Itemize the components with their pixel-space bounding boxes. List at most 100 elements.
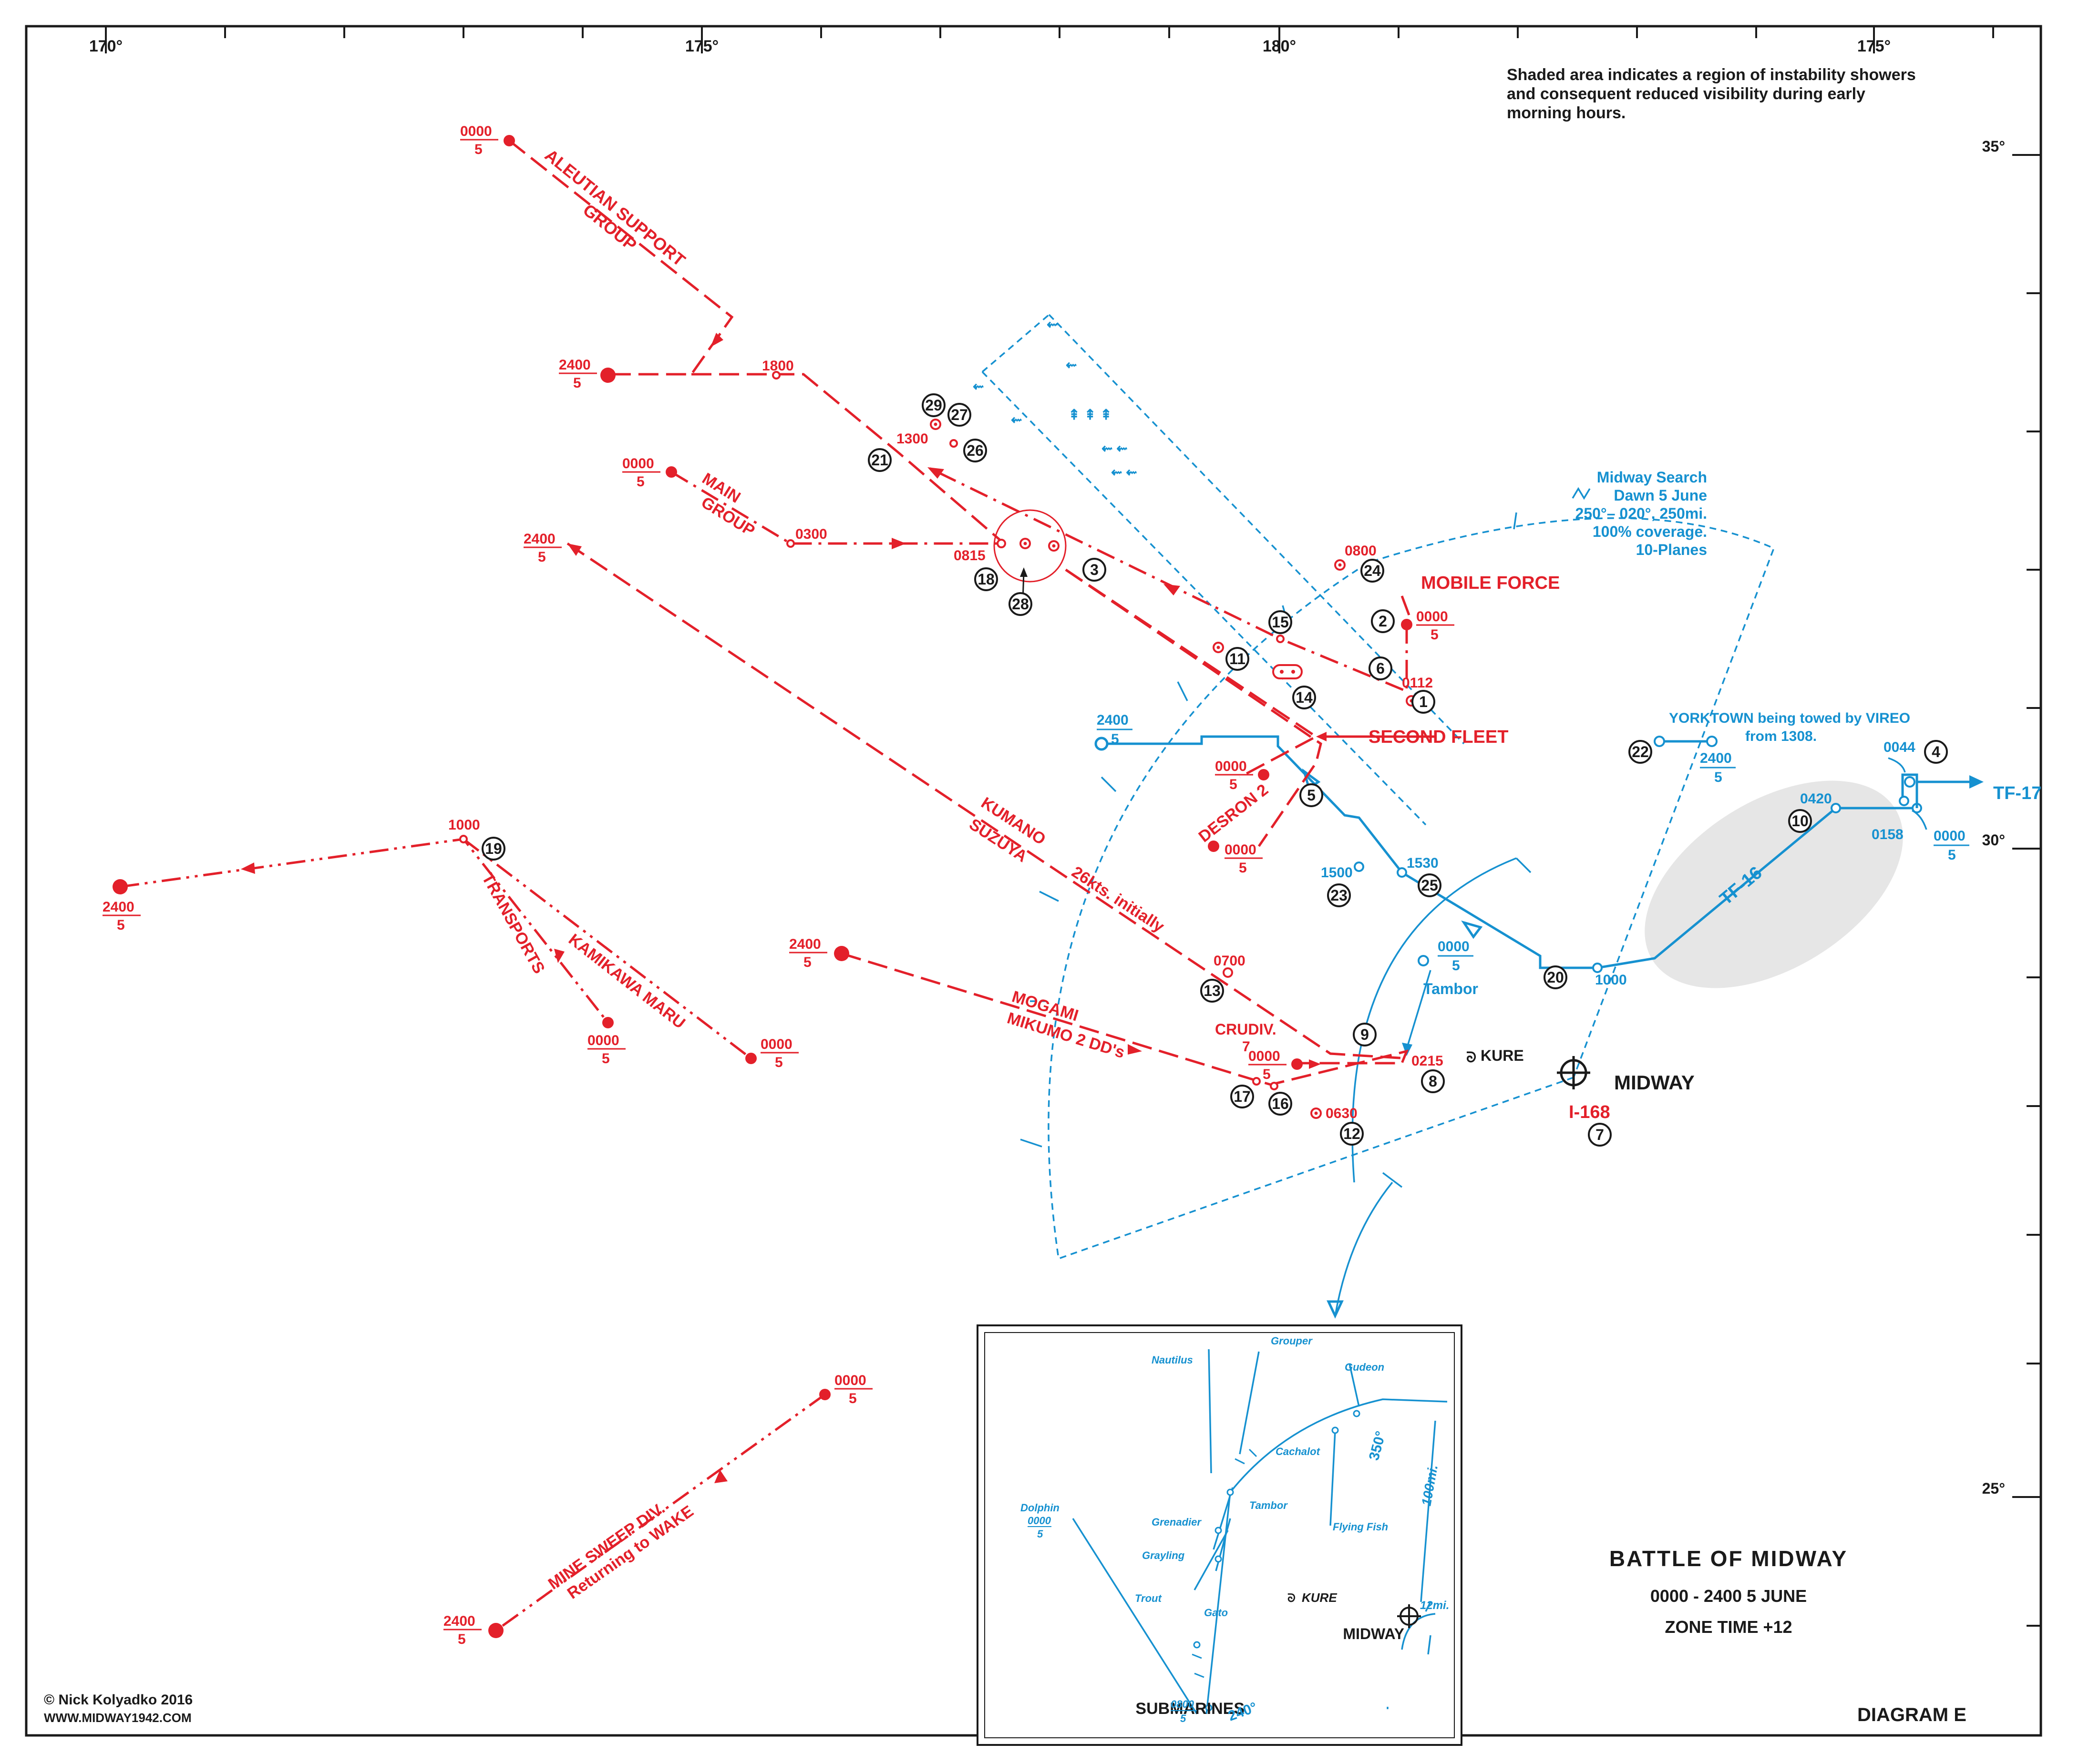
lon-175: 175° xyxy=(685,37,719,55)
svg-text:21: 21 xyxy=(871,451,888,469)
submarine-inset: SUBMARINES MIDWAY KURE ᘐ xyxy=(977,1324,1462,1746)
sub-arc xyxy=(1351,857,1517,1183)
svg-text:1800: 1800 xyxy=(762,358,794,374)
midway-label: MIDWAY xyxy=(1614,1071,1695,1094)
kamikawa-label: KAMIKAWA MARU xyxy=(565,930,689,1032)
transports-label: TRANSPORTS xyxy=(478,870,548,976)
red-positions xyxy=(930,419,1417,1119)
svg-text:1300: 1300 xyxy=(896,431,928,447)
svg-text:⇜: ⇜ xyxy=(973,379,984,394)
svg-text:0000: 0000 xyxy=(761,1036,792,1052)
svg-text:26: 26 xyxy=(967,442,984,459)
svg-text:17: 17 xyxy=(1234,1088,1251,1105)
svg-text:1000: 1000 xyxy=(448,817,480,833)
shade-note-3: morning hours. xyxy=(1507,104,1626,122)
svg-text:7: 7 xyxy=(1595,1126,1604,1143)
svg-text:0000: 0000 xyxy=(622,456,654,472)
svg-text:0000: 0000 xyxy=(460,123,492,139)
svg-text:6: 6 xyxy=(1376,660,1385,677)
svg-text:2400: 2400 xyxy=(559,357,591,373)
svg-text:0000: 0000 xyxy=(587,1033,619,1048)
svg-text:Flying Fish: Flying Fish xyxy=(1333,1521,1388,1533)
inset-kure: KURE xyxy=(1302,1590,1337,1605)
yorktown-track xyxy=(1654,736,1718,747)
svg-text:15: 15 xyxy=(1272,614,1289,631)
svg-text:16: 16 xyxy=(1272,1095,1289,1112)
marker-8: 8 xyxy=(1421,1069,1445,1093)
svg-text:19: 19 xyxy=(485,840,502,857)
svg-text:0000: 0000 xyxy=(1028,1515,1051,1527)
svg-text:0000: 0000 xyxy=(1934,828,1966,844)
marker-23: 23 xyxy=(1327,883,1351,907)
svg-text:8: 8 xyxy=(1429,1073,1437,1090)
numbered-markers: 1 2 3 4 5 6 7 8 9 10 11 12 13 14 15 16 1… xyxy=(482,393,1948,1147)
inset-midway: MIDWAY xyxy=(1343,1625,1404,1642)
red-time-labels: 0000 5 2400 5 0000 5 2400 5 0000 5 0000 … xyxy=(103,123,1454,1647)
svg-text:0300: 0300 xyxy=(795,526,827,542)
marker-21: 21 xyxy=(868,448,892,472)
mobile-force-track xyxy=(926,466,1412,693)
marker-3: 3 xyxy=(1082,558,1106,582)
svg-text:5: 5 xyxy=(458,1631,466,1647)
marker-11: 11 xyxy=(1225,647,1249,671)
svg-text:2400: 2400 xyxy=(524,531,556,547)
map-zone-time: ZONE TIME +12 xyxy=(1665,1617,1792,1637)
svg-text:Gudeon: Gudeon xyxy=(1345,1361,1384,1373)
svg-text:0630: 0630 xyxy=(1326,1106,1358,1121)
i168-label: I-168 xyxy=(1569,1102,1610,1122)
midway-search-label: Midway Search Dawn 5 June 250°– 020°, 25… xyxy=(1575,469,1707,558)
minesweep-track xyxy=(488,1389,831,1638)
marker-2: 2 xyxy=(1371,609,1395,633)
marker-24: 24 xyxy=(1360,559,1384,583)
svg-text:⇜: ⇜ xyxy=(1047,317,1058,332)
svg-text:Nautilus: Nautilus xyxy=(1152,1354,1193,1366)
svg-text:⇜: ⇜ xyxy=(1011,412,1022,427)
svg-text:5: 5 xyxy=(1431,627,1439,643)
marker-6: 6 xyxy=(1369,656,1392,680)
svg-text:Tambor: Tambor xyxy=(1249,1499,1288,1511)
svg-text:5: 5 xyxy=(1307,787,1316,804)
crudiv-label: CRUDIV. xyxy=(1215,1021,1276,1038)
aleutian-track xyxy=(504,135,1002,542)
svg-text:22: 22 xyxy=(1632,743,1649,760)
svg-text:0000: 0000 xyxy=(1225,842,1256,858)
second-fleet-track xyxy=(1065,568,1435,852)
marker-4: 4 xyxy=(1924,740,1948,764)
svg-text:11: 11 xyxy=(1229,650,1245,667)
inset-pointer xyxy=(1334,1181,1393,1316)
tf17-track xyxy=(1888,757,1984,830)
svg-text:2400: 2400 xyxy=(1700,750,1732,766)
svg-text:0000: 0000 xyxy=(1248,1048,1280,1064)
svg-text:⇜: ⇜ xyxy=(1066,358,1077,372)
svg-text:0044: 0044 xyxy=(1883,739,1915,755)
svg-text:0000: 0000 xyxy=(1438,939,1470,954)
lat-35: 35° xyxy=(1982,138,2005,155)
instability-shaded-area xyxy=(1645,780,1903,988)
copyright: © Nick Kolyadko 2016 xyxy=(44,1692,193,1708)
us-time-labels: 2400 5 2400 5 0000 5 0000 5 0044 0420 01… xyxy=(1097,712,1969,988)
svg-text:0000: 0000 xyxy=(834,1373,866,1388)
svg-text:⇜ ⇜: ⇜ ⇜ xyxy=(1101,441,1128,456)
marker-15: 15 xyxy=(1268,610,1292,634)
kure-label: KURE xyxy=(1481,1047,1524,1064)
svg-text:2400: 2400 xyxy=(1097,712,1129,728)
marker-17: 17 xyxy=(1230,1085,1254,1108)
svg-text:5: 5 xyxy=(1263,1067,1271,1082)
main-group-label: MAIN GROUP xyxy=(698,470,758,540)
marker-16: 16 xyxy=(1268,1092,1292,1116)
svg-text:Dawn 5 June: Dawn 5 June xyxy=(1614,487,1707,504)
marker-20: 20 xyxy=(1544,965,1567,989)
marker-18: 18 xyxy=(974,567,998,591)
marker-10: 10 xyxy=(1788,809,1812,833)
shade-note-1: Shaded area indicates a region of instab… xyxy=(1507,66,1916,84)
tambor-label: Tambor xyxy=(1423,980,1478,997)
mogami-label: MOGAMI MIKUMO 2 DD's xyxy=(1005,987,1127,1062)
svg-text:24: 24 xyxy=(1364,562,1381,579)
svg-text:1530: 1530 xyxy=(1407,855,1439,871)
svg-text:⇜ ⇜: ⇜ ⇜ xyxy=(1111,465,1137,480)
longitude-ticks xyxy=(105,26,1994,53)
svg-text:5: 5 xyxy=(1948,847,1956,863)
svg-text:0815: 0815 xyxy=(954,548,986,564)
marker-1: 1 xyxy=(1411,690,1435,714)
